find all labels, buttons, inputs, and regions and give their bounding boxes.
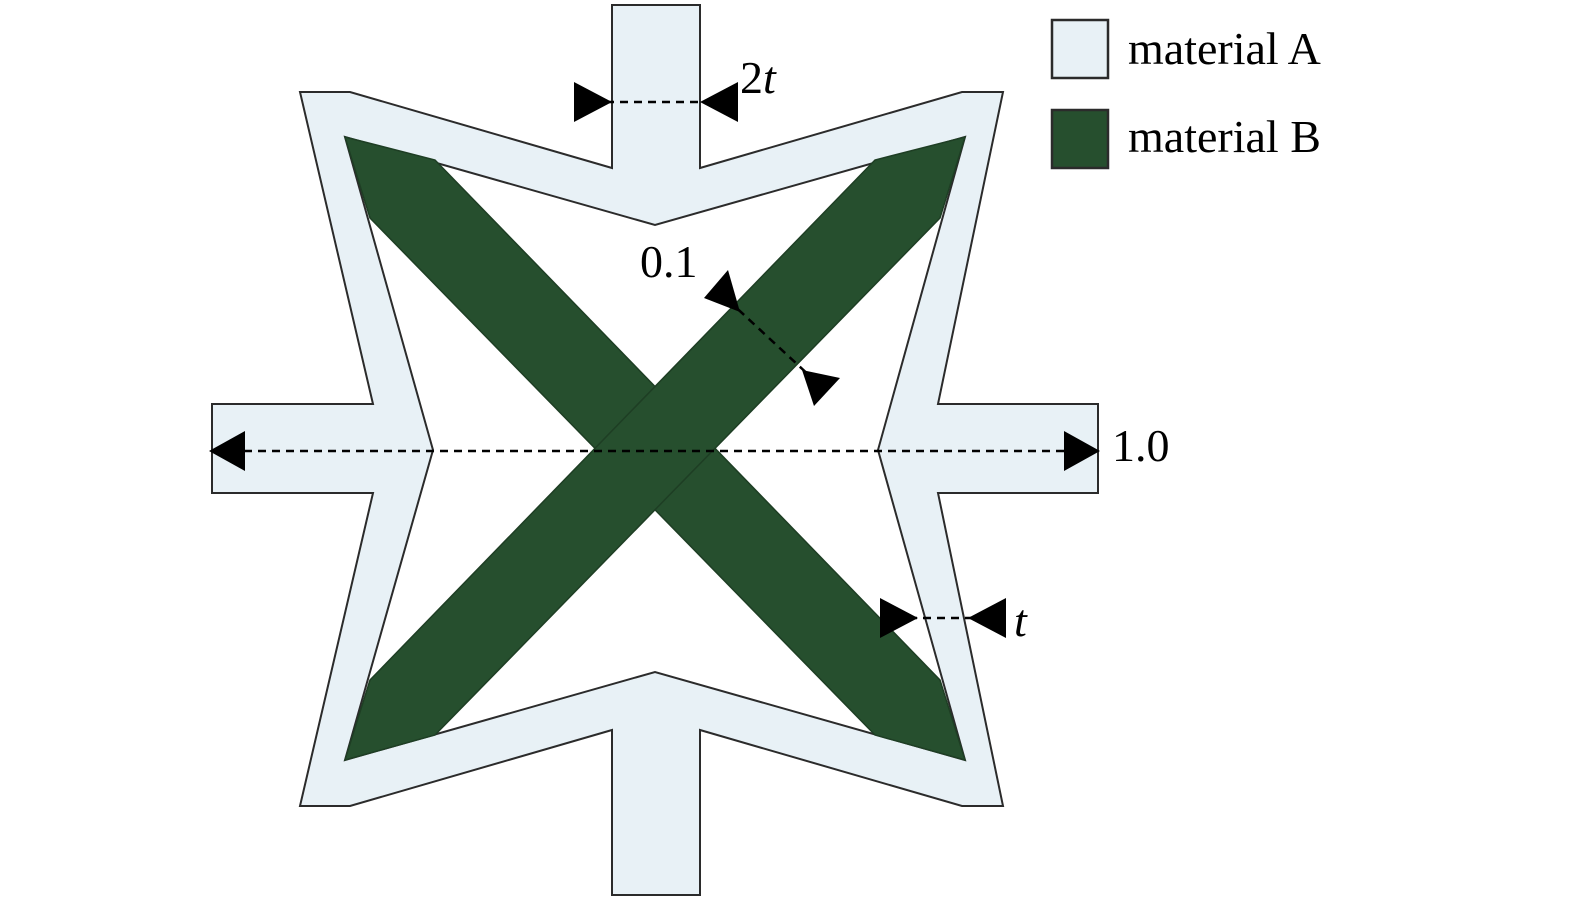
legend-swatch-material-a — [1050, 18, 1110, 80]
arrow-right-top-stub — [700, 82, 738, 122]
legend-swatch-material-b — [1050, 108, 1110, 170]
band-width-dimension — [727, 299, 813, 379]
arrow-thickness-right — [968, 598, 1006, 638]
arrow-span-left — [209, 431, 245, 471]
top-stub-width-label: 2t — [740, 52, 777, 103]
arrow-band-width-end — [802, 370, 840, 406]
frame-thickness-label: t — [1014, 595, 1028, 646]
material-b-cross — [343, 135, 967, 762]
arrow-band-width-start — [704, 270, 740, 312]
band-width-label: 0.1 — [640, 236, 698, 287]
diagonal-band-2 — [343, 135, 967, 762]
arrow-span-right — [1064, 431, 1100, 471]
arrow-thickness-left — [880, 598, 918, 638]
dimension-lines — [209, 82, 1100, 638]
legend: material A material B — [1050, 18, 1321, 170]
legend-label-material-b: material B — [1128, 111, 1321, 162]
legend-label-material-a: material A — [1128, 23, 1321, 74]
arrow-left-top-stub — [574, 82, 612, 122]
span-label: 1.0 — [1112, 420, 1170, 471]
